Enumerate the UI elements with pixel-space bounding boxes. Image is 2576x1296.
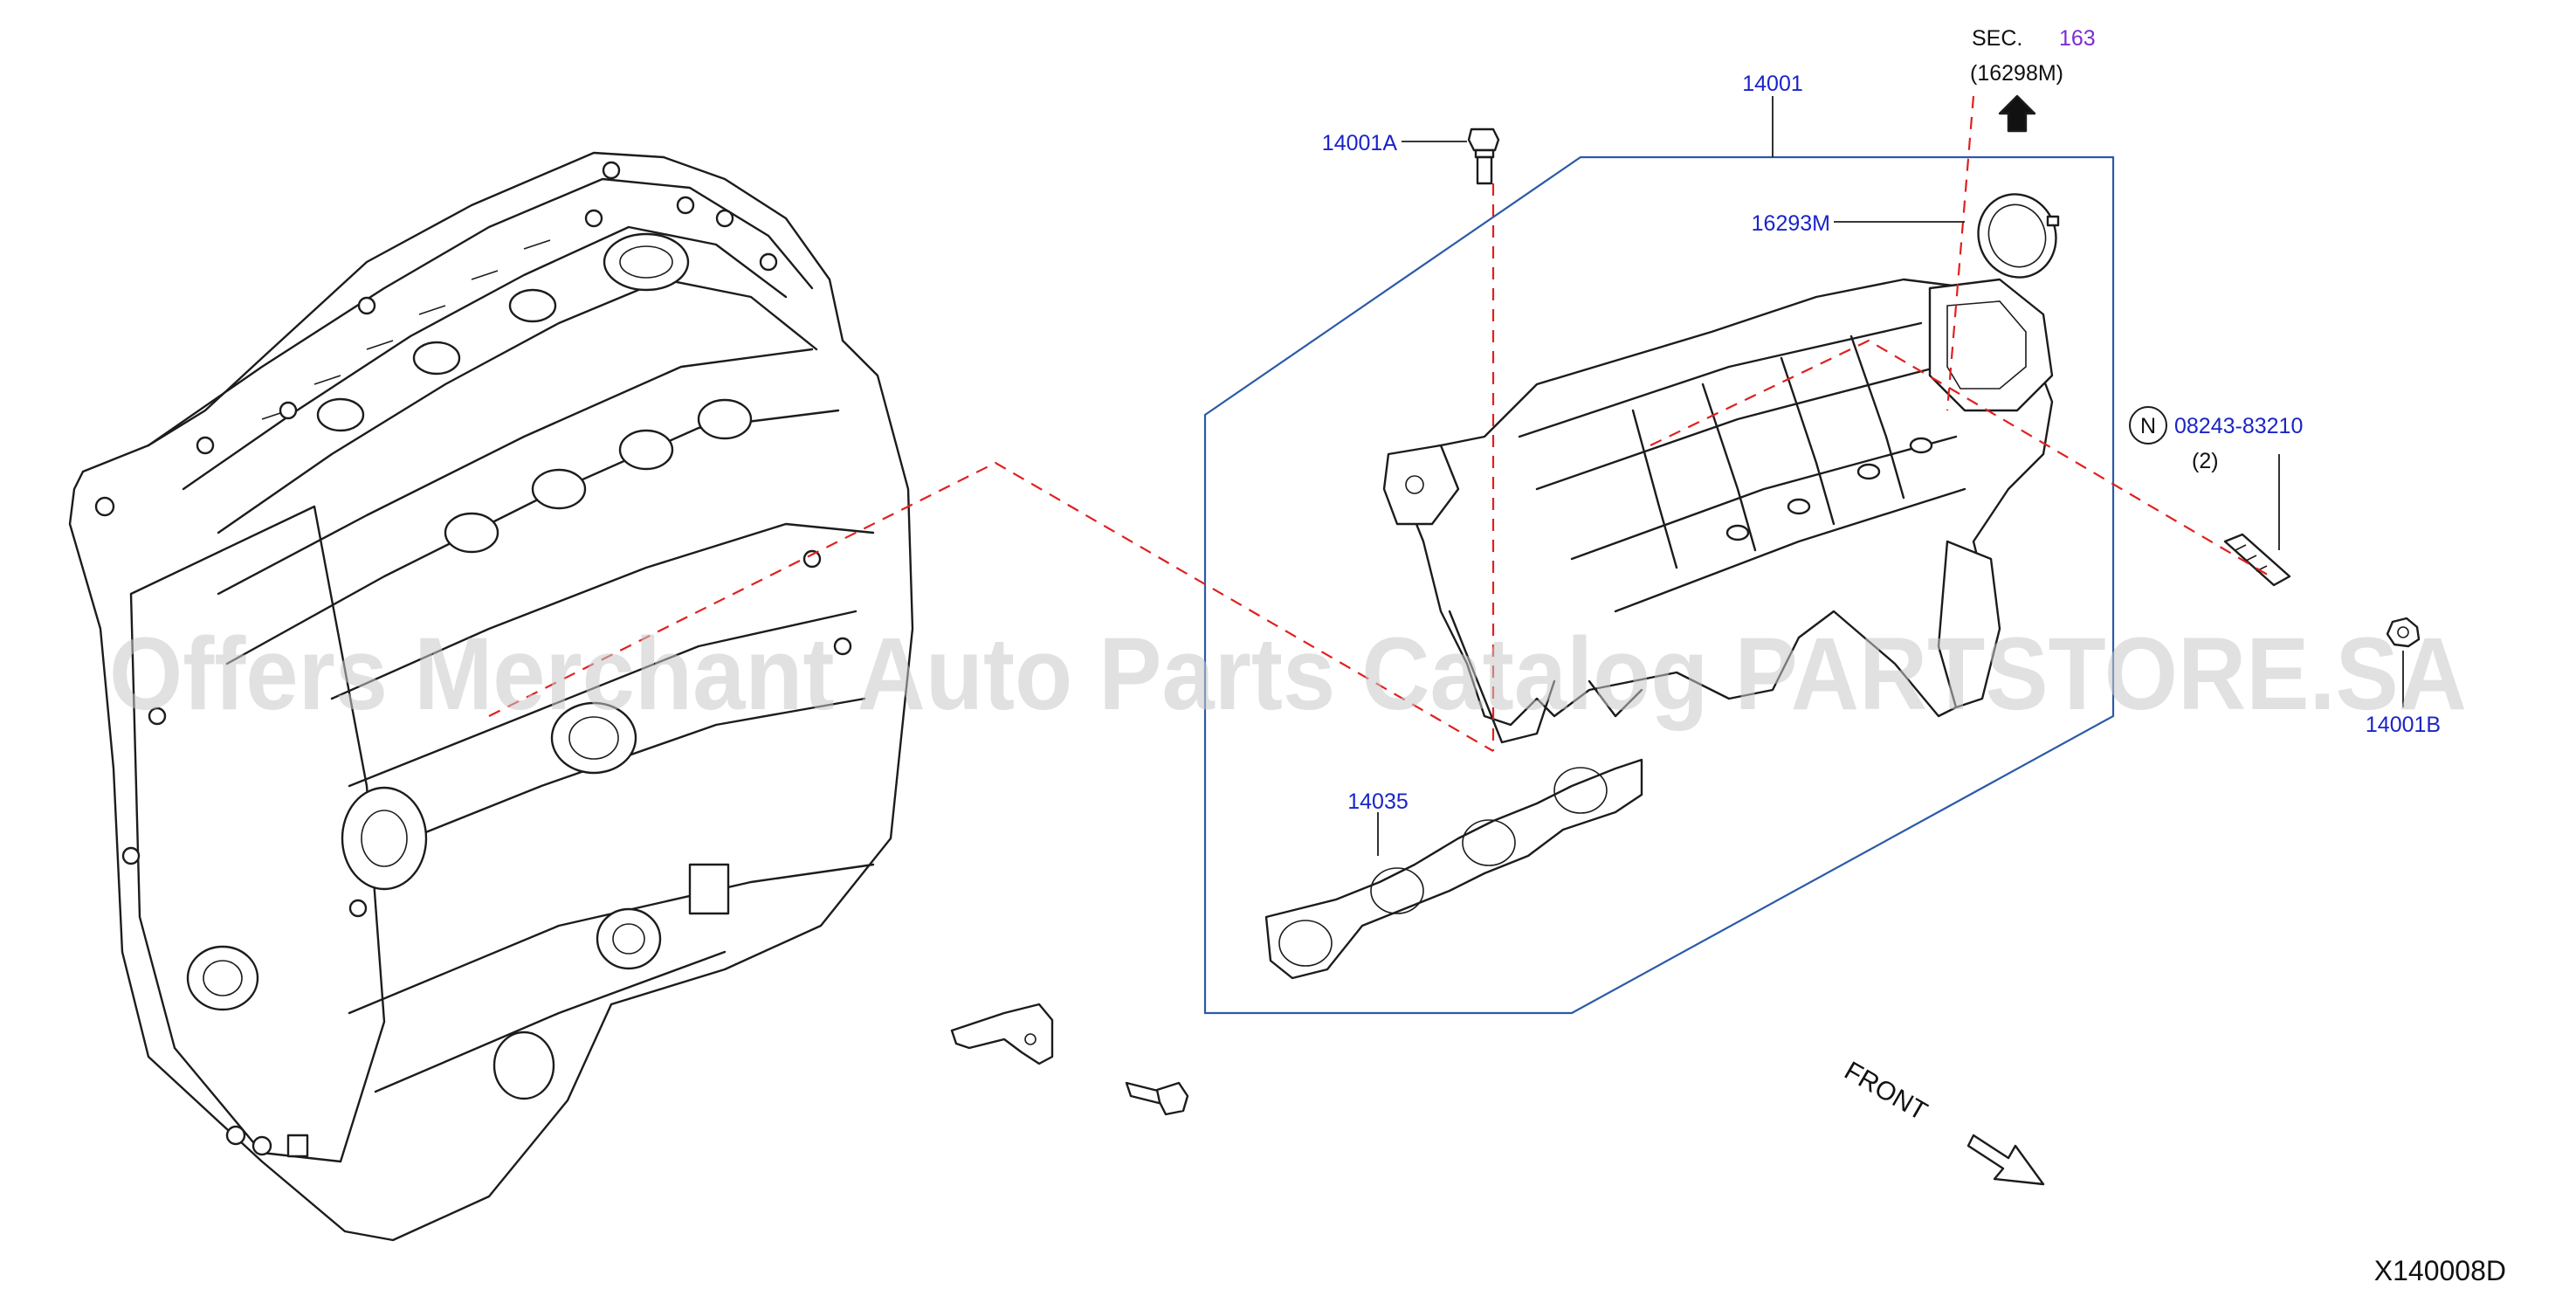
callout-manifold[interactable]: 14001 — [1742, 72, 1803, 96]
section-arrow-icon — [1998, 94, 2036, 133]
new-part-symbol-icon — [2129, 406, 2167, 445]
diagram-code: X140008D — [2374, 1255, 2506, 1286]
watermark: Offers Merchant Auto Parts Catalog PARTS… — [109, 617, 2467, 732]
callout-manifold-gasket[interactable]: 14035 — [1347, 789, 1409, 814]
front-direction-label: FRONT — [1840, 1056, 1932, 1126]
callout-bolt-a[interactable]: 14001A — [1322, 131, 1398, 155]
intake-manifold-illustration — [1382, 278, 2054, 744]
centerlines — [488, 95, 2271, 752]
section-link[interactable]: 163 — [2059, 26, 2096, 51]
callout-stud[interactable]: 08243-83210 — [2174, 414, 2303, 438]
callout-nut-b[interactable]: 14001B — [2366, 713, 2441, 737]
engine-block-illustration — [68, 151, 914, 1242]
bolt-illustration — [1125, 1081, 1189, 1116]
nut-14001b-illustration — [2386, 617, 2421, 648]
section-prefix: SEC. — [1972, 26, 2022, 51]
manifold-gasket-illustration — [1264, 758, 1643, 980]
assembly-frame — [1203, 155, 2115, 1015]
callout-gasket-ring[interactable]: 16293M — [1752, 211, 1830, 236]
stud-quantity: (2) — [2192, 449, 2219, 473]
bolt-14001a-illustration — [1467, 128, 1500, 185]
section-reference: (16298M) — [1970, 61, 2063, 86]
bracket-illustration — [950, 1003, 1054, 1065]
ring-gasket-illustration — [1977, 193, 2060, 279]
new-part-symbol-letter: N — [2140, 414, 2156, 438]
front-direction-arrow-icon — [1966, 1134, 2045, 1186]
